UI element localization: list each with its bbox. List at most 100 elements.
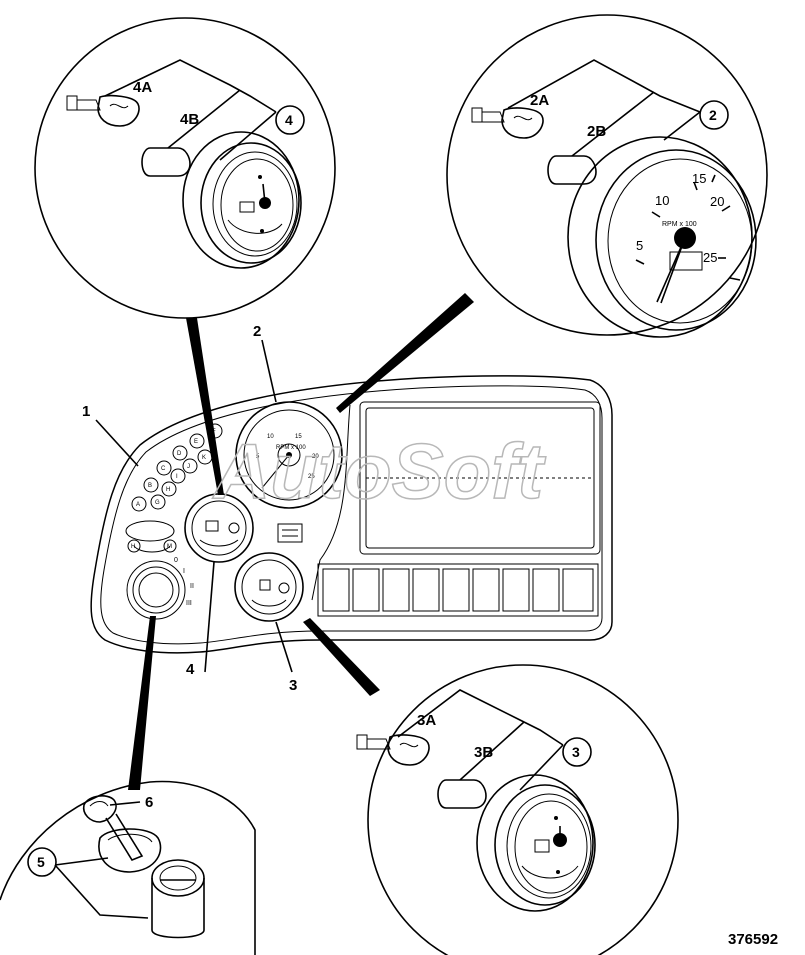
label-tachometer-scale-4: 25	[703, 250, 717, 265]
detail-tacho-holder	[547, 155, 597, 185]
leader-3a	[397, 689, 564, 746]
pointer-fuel	[303, 618, 380, 696]
label-switch-marks-0: H	[131, 544, 135, 550]
instrument-panel	[90, 375, 613, 654]
leader-3-main	[275, 621, 293, 673]
leader-6	[109, 801, 141, 806]
warning-light-g	[150, 494, 166, 510]
leader-5a	[54, 864, 149, 919]
leader-3b	[459, 721, 525, 781]
label-warning-lights-2: C	[161, 466, 166, 472]
indicator-icon	[277, 523, 303, 543]
label-tachometer-scale-1: 10	[655, 193, 669, 208]
leader-4	[219, 111, 277, 161]
label-warning-lights-8: I	[176, 474, 178, 480]
detail-balloon-tacho	[446, 14, 768, 336]
label-warning-lights-10: K	[202, 455, 206, 461]
callout-3	[562, 737, 592, 767]
warning-light-b	[143, 477, 159, 493]
label-warning-lights-4: E	[194, 439, 198, 445]
label-labels-fuel-callout: 3	[572, 744, 580, 760]
detail-tacho-bulb	[471, 107, 544, 139]
warning-light-c	[156, 460, 172, 476]
detail-fuel-gauge	[476, 774, 596, 912]
detail-fuel-holder	[437, 779, 487, 809]
switch-row	[317, 563, 599, 617]
label-panel-tacho-scale-1: 10	[267, 434, 274, 440]
switch-h	[127, 539, 141, 553]
pointer-temp	[186, 318, 224, 495]
label-labels-tacho-holder: 2B	[587, 123, 606, 140]
label-labels-temp-bulb: 4A	[133, 79, 152, 96]
warning-light-i	[170, 468, 186, 484]
leader-4-main	[204, 561, 215, 673]
warning-light-a	[131, 496, 147, 512]
label-labels-tacho-callout: 2	[709, 107, 717, 123]
callout-2	[699, 100, 729, 130]
label-panel-tacho-scale-3: 20	[312, 454, 319, 460]
panel-ignition-switch: 0 I II III	[126, 557, 194, 620]
detail-balloon-fuel	[367, 664, 679, 955]
label-labels-temp-holder: 4B	[180, 111, 199, 128]
label-warning-lights-1: B	[148, 483, 152, 489]
label-tachometer-scale-2: 15	[692, 171, 706, 186]
detail-temp-bulb	[66, 94, 140, 127]
warning-light-h	[161, 481, 177, 497]
detail-temp-holder	[141, 147, 191, 177]
detail-ignition-lock	[98, 828, 205, 939]
label-ignition-positions-3: III	[186, 600, 192, 607]
lamp-oval	[125, 520, 175, 542]
pointer-ignition	[128, 616, 156, 790]
label-panel-tacho-scale-4: 25	[308, 474, 315, 480]
label-tachometer-unit: RPM x 100	[276, 445, 306, 451]
label-labels-panel: 1	[82, 403, 90, 420]
detail-fuel-bulb	[356, 734, 430, 766]
label-panel-tacho-scale-2: 15	[295, 434, 302, 440]
warning-light-j	[182, 458, 198, 474]
label-labels-fuel-holder: 3B	[474, 744, 493, 761]
label-labels-tacho-bulb: 2A	[530, 92, 549, 109]
label-labels-ignition-callout: 5	[37, 854, 45, 870]
leader-2b	[571, 91, 655, 157]
label-labels-temp: 4	[186, 661, 195, 678]
label-labels-fuel-bulb: 3A	[417, 712, 436, 729]
label-tachometer-scale-0: 5	[636, 238, 643, 253]
label-ignition-positions-1: I	[183, 568, 185, 575]
leader-2a	[507, 59, 701, 113]
leader-5b	[54, 857, 109, 866]
label-warning-lights-6: G	[155, 500, 160, 506]
label-labels-key: 6	[145, 794, 153, 811]
label-warning-lights-0: A	[136, 502, 140, 508]
detail-tacho-gauge: 5 10 15 20 25 RPM x 100	[567, 136, 757, 338]
label-tachometer-unit: RPM x 100	[662, 221, 697, 228]
switch-m	[163, 539, 177, 553]
panel-fuel-gauge	[234, 552, 304, 622]
leader-1	[95, 419, 139, 467]
warning-light-d	[172, 445, 188, 461]
label-ignition-positions-0: 0	[174, 557, 178, 564]
panel-tachometer: 5 10 15 20 25 RPM x 100	[235, 401, 343, 509]
warning-light-e	[189, 433, 205, 449]
label-labels-tacho: 2	[253, 323, 261, 340]
label-ignition-positions-2: II	[190, 583, 194, 590]
detail-temp-gauge	[182, 131, 302, 269]
leader-2	[663, 111, 701, 141]
label-warning-lights-7: H	[166, 487, 170, 493]
detail-balloon-ignition	[0, 780, 256, 955]
label-warning-lights-9: J	[187, 464, 190, 470]
label-labels-temp-callout: 4	[285, 112, 293, 128]
pointer-tacho	[336, 293, 474, 413]
leader-3	[519, 744, 564, 791]
leader-4a	[104, 59, 277, 113]
callout-5	[27, 847, 57, 877]
picture-id: 376592	[728, 931, 778, 948]
label-tachometer-scale-3: 20	[710, 194, 724, 209]
label-warning-lights-3: D	[177, 451, 182, 457]
leader-4b	[167, 89, 241, 149]
label-panel-tacho-scale-0: 5	[256, 454, 260, 460]
label-labels-fuel: 3	[289, 677, 297, 694]
watermark: AutoSoft	[212, 427, 546, 515]
callout-4	[275, 105, 305, 135]
leader-2-main	[261, 339, 277, 403]
